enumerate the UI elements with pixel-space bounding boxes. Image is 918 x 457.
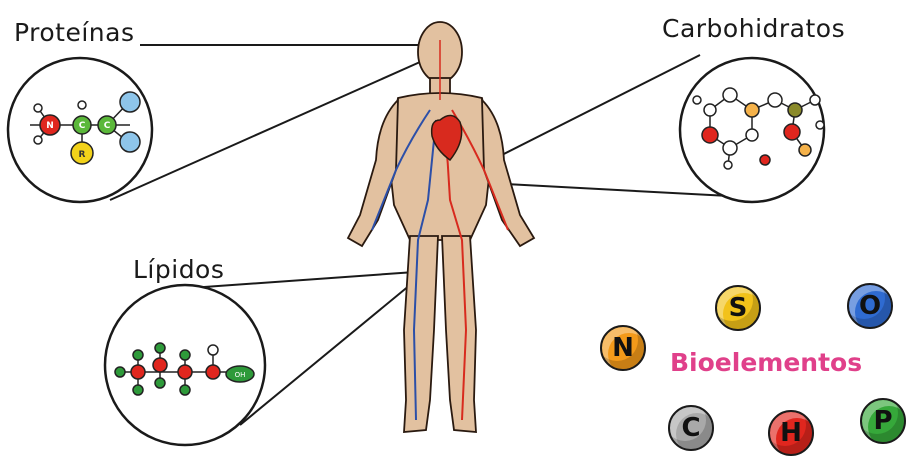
element-n-ball: N — [600, 325, 646, 371]
protein-o2-atom — [120, 132, 140, 152]
protein-o-atom — [120, 92, 140, 112]
protein-r-label: R — [79, 150, 86, 160]
element-s-label: S — [729, 293, 748, 323]
proteinas-label: Proteínas — [14, 18, 134, 47]
element-h-ball: H — [768, 410, 814, 456]
element-n-label: N — [612, 333, 634, 363]
carbohidratos-label: Carbohidratos — [662, 14, 845, 43]
lipid-oh-label: OH — [235, 371, 246, 379]
protein-c2-label: C — [104, 121, 111, 131]
element-o-ball: O — [847, 283, 893, 329]
protein-c-label: C — [79, 121, 86, 131]
element-p-ball: P — [860, 398, 906, 444]
lipidos-label: Lípidos — [133, 255, 224, 284]
element-p-label: P — [873, 406, 892, 436]
element-c-label: C — [681, 413, 700, 443]
bioelementos-title: Bioelementos — [670, 348, 862, 377]
element-h-label: H — [780, 418, 802, 448]
element-s-ball: S — [715, 285, 761, 331]
element-c-ball: C — [668, 405, 714, 451]
element-o-label: O — [859, 291, 881, 321]
protein-n-label: N — [46, 121, 54, 131]
